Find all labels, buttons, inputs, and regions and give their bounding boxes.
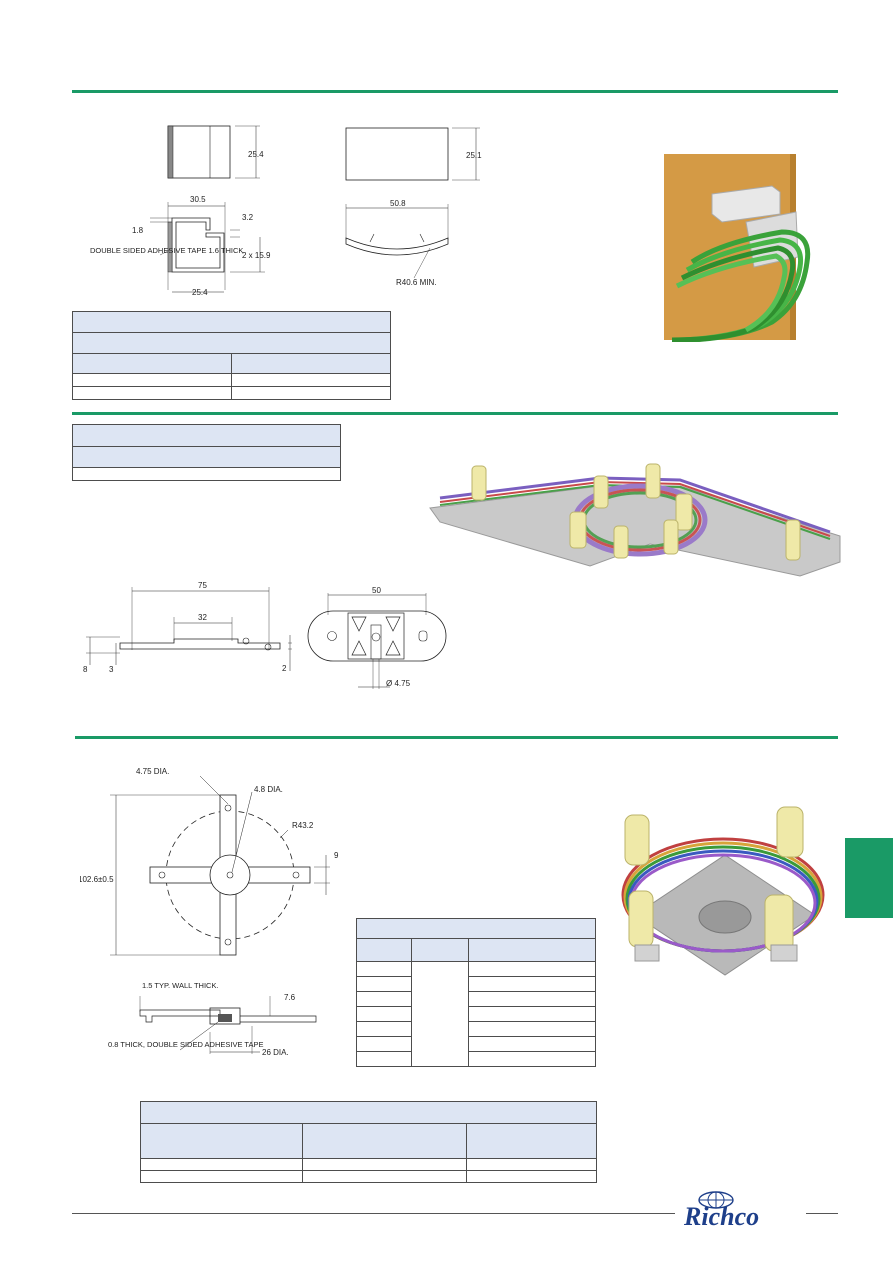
spec-table-1-row1-col1 <box>72 373 232 387</box>
spec-table-3-row5-col3 <box>468 1021 596 1037</box>
profile-wall: 1.8 <box>132 226 144 235</box>
track-step: 3 <box>109 665 114 674</box>
section-divider-lower <box>75 736 838 739</box>
spec-table-3-row7-col3 <box>468 1051 596 1067</box>
side-view-height: 25.4 <box>248 150 264 159</box>
track-top-length: 50 <box>372 586 381 595</box>
cable-storage-ring-photo <box>621 806 825 976</box>
track-hole: Ø 4.75 <box>386 679 411 688</box>
spec-table-3-header-col3 <box>468 938 596 962</box>
spec-table-2-title-row <box>72 424 341 447</box>
spec-table-4-row2-col3 <box>466 1170 597 1183</box>
front-view-height: 25.1 <box>466 151 482 160</box>
spec-table-4-row2-col1 <box>140 1170 303 1183</box>
spec-table-4-header-col1 <box>140 1123 303 1159</box>
spec-table-1-title-row <box>72 311 391 333</box>
spec-table-3-row1-col1 <box>356 961 412 977</box>
spec-table-3-row3-col3 <box>468 991 596 1007</box>
cable-spool-track-photo <box>429 463 841 577</box>
spec-table-2-row1 <box>72 467 341 481</box>
spec-table-3-row5-col1 <box>356 1021 412 1037</box>
profile-view: 30.5 1.8 3.2 2 x 15.9 25.4 DOUBLE SIDED … <box>90 195 271 297</box>
richco-logo: Richco <box>684 1202 760 1231</box>
spec-table-1-header-col1 <box>72 353 232 374</box>
spec-table-1-header-col2 <box>231 353 391 374</box>
spec-table-3-row3-col1 <box>356 991 412 1007</box>
profile-slot: 3.2 <box>242 213 254 222</box>
spec-table-4-title-row <box>140 1101 597 1124</box>
track-side-view: 75 32 8 3 2 <box>83 581 292 674</box>
track-thickness: 2 <box>282 664 287 673</box>
spec-table-4 <box>140 1101 597 1183</box>
spec-table-3-row4-col1 <box>356 1006 412 1022</box>
spec-table-3-row7-col1 <box>356 1051 412 1067</box>
spec-table-4-row1-col3 <box>466 1158 597 1171</box>
spec-table-4-header-col2 <box>302 1123 467 1159</box>
spec-table-2 <box>72 424 341 481</box>
plan-hole-center: 4.8 DIA. <box>254 785 283 794</box>
spec-table-3-merged-col2 <box>411 961 469 1067</box>
spec-table-3-row2-col1 <box>356 976 412 992</box>
track-inner: 32 <box>198 613 207 622</box>
profile-depth: 2 x 15.9 <box>242 251 271 260</box>
plan-overall: 102.6±0.5 <box>80 875 114 884</box>
globe-icon <box>698 1191 734 1209</box>
profile-width: 30.5 <box>190 195 206 204</box>
spec-table-3-title-row <box>356 918 596 939</box>
section-base: 26 DIA. <box>262 1048 289 1057</box>
spec-table-2-header-row <box>72 446 341 468</box>
spec-table-4-header-col3 <box>466 1123 597 1159</box>
spec-table-3-row6-col3 <box>468 1036 596 1052</box>
spec-table-3-row1-col3 <box>468 961 596 977</box>
section-height: 7.6 <box>284 993 296 1002</box>
curve-width: 50.8 <box>390 199 406 208</box>
spec-table-3-header-col2 <box>411 938 469 962</box>
curve-radius: R40.6 MIN. <box>396 278 436 287</box>
spec-table-1-row2-col2 <box>231 386 391 400</box>
profile-base: 25.4 <box>192 288 208 297</box>
front-view: 25.1 <box>345 127 482 181</box>
spec-table-1-subtitle-row <box>72 332 391 354</box>
track-top-view: 50 Ø 4.75 <box>307 586 447 689</box>
base-section-view: 1.5 TYP. WALL THICK. 7.6 26 DIA. 0.8 THI… <box>108 981 317 1057</box>
spec-table-1-row2-col1 <box>72 386 232 400</box>
footer-rule-right <box>806 1213 838 1214</box>
base-plan-view: 4.75 DIA. 4.8 DIA. R43.2 9 102.6±0.5 <box>80 767 339 956</box>
spec-table-3-row6-col1 <box>356 1036 412 1052</box>
wall-mount-clip-photo <box>662 152 828 342</box>
spec-table-1 <box>72 311 391 400</box>
spec-table-4-row2-col2 <box>302 1170 467 1183</box>
side-tab <box>845 838 893 918</box>
section1-drawings: 25.4 25.1 30.5 1.8 3.2 2 x 15.9 25.4 DOU… <box>90 125 482 297</box>
curve-view: 50.8 R40.6 MIN. <box>345 199 449 287</box>
spec-table-3 <box>356 918 596 1067</box>
section-wall: 1.5 TYP. WALL THICK. <box>142 981 219 990</box>
section-divider-middle <box>72 412 838 415</box>
section-divider-top <box>72 90 838 93</box>
spec-table-4-row1-col2 <box>302 1158 467 1171</box>
side-view: 25.4 <box>167 125 264 179</box>
spec-table-1-row1-col2 <box>231 373 391 387</box>
plan-hole-small: 4.75 DIA. <box>136 767 169 776</box>
footer-rule <box>72 1213 675 1214</box>
spec-table-3-row4-col3 <box>468 1006 596 1022</box>
spec-table-3-row2-col3 <box>468 976 596 992</box>
plan-arm-width: 9 <box>334 851 339 860</box>
section2-drawings: 75 32 8 3 2 50 Ø 4.75 <box>83 581 447 689</box>
spec-table-4-row1-col1 <box>140 1158 303 1171</box>
section-tape: 0.8 THICK, DOUBLE SIDED ADHESIVE TAPE <box>108 1040 263 1049</box>
section3-drawings: 4.75 DIA. 4.8 DIA. R43.2 9 102.6±0.5 1.5… <box>80 767 339 1057</box>
track-height: 8 <box>83 665 88 674</box>
spec-table-3-header-col1 <box>356 938 412 962</box>
profile-tape-note: DOUBLE SIDED ADHESIVE TAPE 1.6 THICK <box>90 246 243 255</box>
plan-radius: R43.2 <box>292 821 314 830</box>
track-length: 75 <box>198 581 207 590</box>
